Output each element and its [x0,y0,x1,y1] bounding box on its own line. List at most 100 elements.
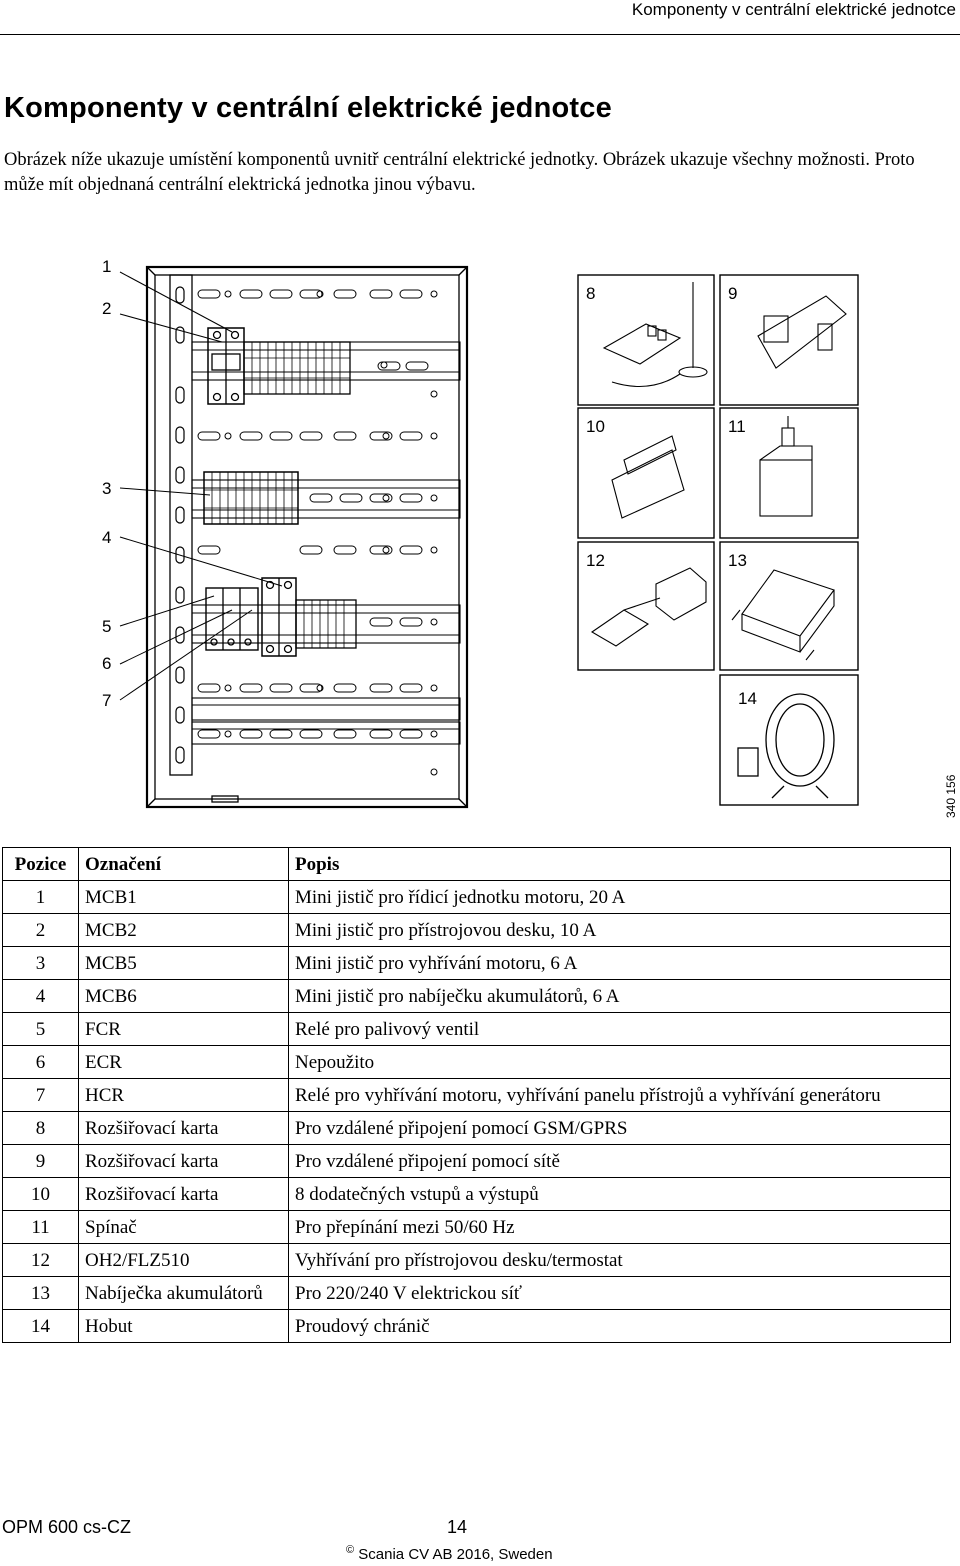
components-table: Pozice Označení Popis 1 MCB1 Mini jistič… [2,847,951,1343]
cell-description: Pro vzdálené připojení pomocí GSM/GPRS [288,1111,951,1145]
cell-position: 4 [2,979,79,1013]
cell-description: Vyhřívání pro přístrojovou desku/termost… [288,1243,951,1277]
heater-thermostat [590,567,707,647]
callout-11: 11 [728,417,746,436]
copyright-text: Scania CV AB 2016, Sweden [358,1546,553,1563]
callout-5: 5 [102,617,111,636]
copyright-symbol: © [346,1544,355,1556]
cell-designation: ECR [78,1045,289,1079]
cell-description: Pro 220/240 V elektrickou síť [288,1276,951,1310]
cell-designation: Rozšiřovací karta [78,1177,289,1211]
cell-position: 1 [2,880,79,914]
cell-position: 9 [2,1144,79,1178]
io-expansion-card [611,435,685,519]
cell-description: 8 dodatečných vstupů a výstupů [288,1177,951,1211]
callout-7: 7 [102,691,111,710]
breakers-and-relays-lower [205,577,357,657]
cell-designation: MCB1 [78,880,289,914]
figure-id: 340 156 [944,774,958,818]
cell-designation: MCB2 [78,913,289,947]
terminal-block-middle [203,471,299,525]
footer-copyright: © Scania CV AB 2016, Sweden [346,1544,553,1563]
cell-position: 13 [2,1276,79,1310]
cell-description: Pro vzdálené připojení pomocí sítě [288,1144,951,1178]
cabinet-callouts: 1 2 3 4 5 6 7 [102,257,111,710]
col-designation-header: Označení [78,847,289,881]
frequency-switch [759,416,813,517]
cell-designation: HCR [78,1078,289,1112]
running-header: Komponenty v centrální elektrické jednot… [631,0,956,19]
cell-position: 2 [2,913,79,947]
cell-designation: FCR [78,1012,289,1046]
cell-designation: MCB5 [78,946,289,980]
callout-14: 14 [738,689,757,708]
table-row: 4 MCB6 Mini jistič pro nabíječku akumulá… [2,979,951,1013]
col-position-header: Pozice [2,847,79,881]
component-location-figure: 1 2 3 4 5 6 7 [102,257,958,818]
table-row: 10 Rozšiřovací karta 8 dodatečných vstup… [2,1177,951,1211]
table-row: 7 HCR Relé pro vyhřívání motoru, vyhřívá… [2,1078,951,1112]
gsm-expansion-card [602,282,708,387]
callout-leaders [119,271,283,701]
din-rails [191,289,461,776]
callout-12: 12 [586,551,605,570]
cell-designation: Rozšiřovací karta [78,1144,289,1178]
network-expansion-card [757,295,847,369]
cell-position: 7 [2,1078,79,1112]
callout-13: 13 [728,551,747,570]
table-row: 13 Nabíječka akumulátorů Pro 220/240 V e… [2,1276,951,1310]
footer-doc-id: OPM 600 cs-CZ [2,1517,132,1537]
table-row: 11 Spínač Pro přepínání mezi 50/60 Hz [2,1210,951,1244]
callout-4: 4 [102,528,111,547]
cell-designation: Spínač [78,1210,289,1244]
table-row: 2 MCB2 Mini jistič pro přístrojovou desk… [2,913,951,947]
callout-6: 6 [102,654,111,673]
table-row: 5 FCR Relé pro palivový ventil [2,1012,951,1046]
table-row: 14 Hobut Proudový chránič [2,1309,951,1343]
cell-description: Proudový chránič [288,1309,951,1343]
callout-1: 1 [102,257,111,276]
battery-charger [731,569,835,661]
cell-description: Relé pro vyhřívání motoru, vyhřívání pan… [288,1078,951,1112]
intro-paragraph: Obrázek níže ukazuje umístění komponentů… [4,150,915,195]
cell-designation: Nabíječka akumulátorů [78,1276,289,1310]
electrical-cabinet [145,265,469,809]
earth-leakage-relay [737,693,835,799]
cell-position: 11 [2,1210,79,1244]
cell-description: Pro přepínání mezi 50/60 Hz [288,1210,951,1244]
table-row: 3 MCB5 Mini jistič pro vyhřívání motoru,… [2,946,951,980]
cell-position: 6 [2,1045,79,1079]
cell-designation: Hobut [78,1309,289,1343]
cell-position: 10 [2,1177,79,1211]
cell-position: 8 [2,1111,79,1145]
table-row: 6 ECR Nepoužito [2,1045,951,1079]
cell-position: 12 [2,1243,79,1277]
cell-designation: MCB6 [78,979,289,1013]
table-row: 9 Rozšiřovací karta Pro vzdálené připoje… [2,1144,951,1178]
cell-description: Relé pro palivový ventil [288,1012,951,1046]
component-panels [577,274,859,806]
table-header-row: Pozice Označení Popis [2,847,951,881]
cell-description: Mini jistič pro přístrojovou desku, 10 A [288,913,951,947]
page-title: Komponenty v centrální elektrické jednot… [4,92,612,124]
header-divider [0,34,960,35]
callout-2: 2 [102,299,111,318]
cell-designation: Rozšiřovací karta [78,1111,289,1145]
table-row: 1 MCB1 Mini jistič pro řídicí jednotku m… [2,880,951,914]
callout-10: 10 [586,417,605,436]
panel-callouts: 8 9 10 11 12 13 14 [586,284,757,708]
callout-3: 3 [102,479,111,498]
cell-position: 5 [2,1012,79,1046]
table-row: 12 OH2/FLZ510 Vyhřívání pro přístrojovou… [2,1243,951,1277]
callout-8: 8 [586,284,595,303]
cell-designation: OH2/FLZ510 [78,1243,289,1277]
cell-description: Mini jistič pro vyhřívání motoru, 6 A [288,946,951,980]
callout-9: 9 [728,284,737,303]
table-row: 8 Rozšiřovací karta Pro vzdálené připoje… [2,1111,951,1145]
cell-description: Nepoužito [288,1045,951,1079]
cell-description: Mini jistič pro řídicí jednotku motoru, … [288,880,951,914]
col-description-header: Popis [288,847,951,881]
cell-description: Mini jistič pro nabíječku akumulátorů, 6… [288,979,951,1013]
cell-position: 3 [2,946,79,980]
footer-page-number: 14 [447,1517,468,1537]
